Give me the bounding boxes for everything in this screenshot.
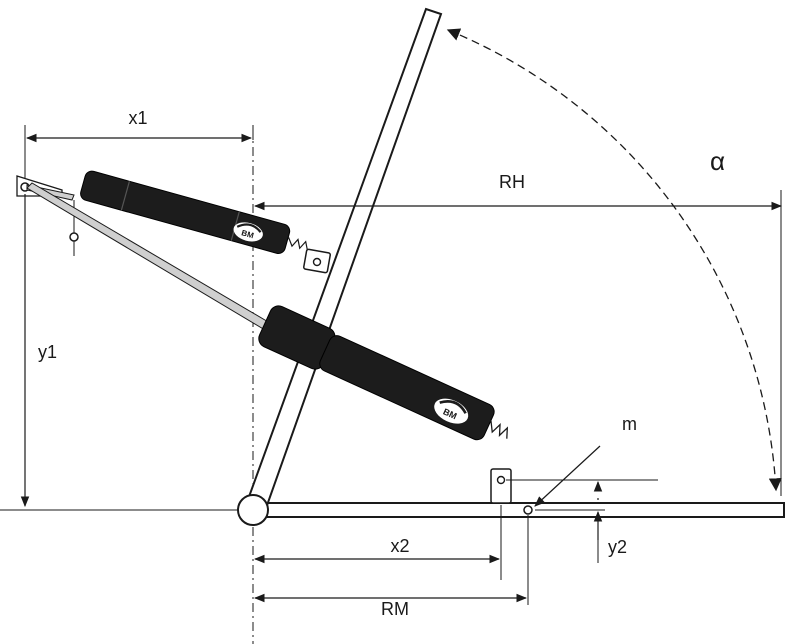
label-alpha: α	[710, 146, 725, 176]
pivot-hinge	[237, 494, 269, 526]
dim-rm: RM	[253, 515, 529, 619]
lid-arm	[244, 7, 443, 513]
label-y1: y1	[38, 342, 57, 362]
dim-y2: y2	[506, 479, 658, 563]
label-rh: RH	[499, 172, 525, 192]
dim-x2: x2	[253, 505, 502, 580]
dim-x1: x1	[24, 108, 254, 178]
point-m	[523, 505, 533, 515]
label-x2: x2	[390, 536, 409, 556]
m-leader	[534, 445, 601, 507]
label-x1: x1	[128, 108, 147, 128]
upper-bm-logo: BM	[233, 222, 263, 242]
svg-text:BM: BM	[240, 228, 255, 240]
upper-gas-spring: BM	[26, 170, 331, 274]
alpha-arc	[446, 28, 782, 492]
upper-anchor-bracket	[16, 175, 79, 256]
dim-rh: RH	[253, 172, 783, 211]
dim-y1: y1	[20, 194, 57, 508]
label-y2: y2	[608, 537, 627, 557]
label-rm: RM	[381, 599, 409, 619]
label-m: m	[622, 414, 637, 434]
